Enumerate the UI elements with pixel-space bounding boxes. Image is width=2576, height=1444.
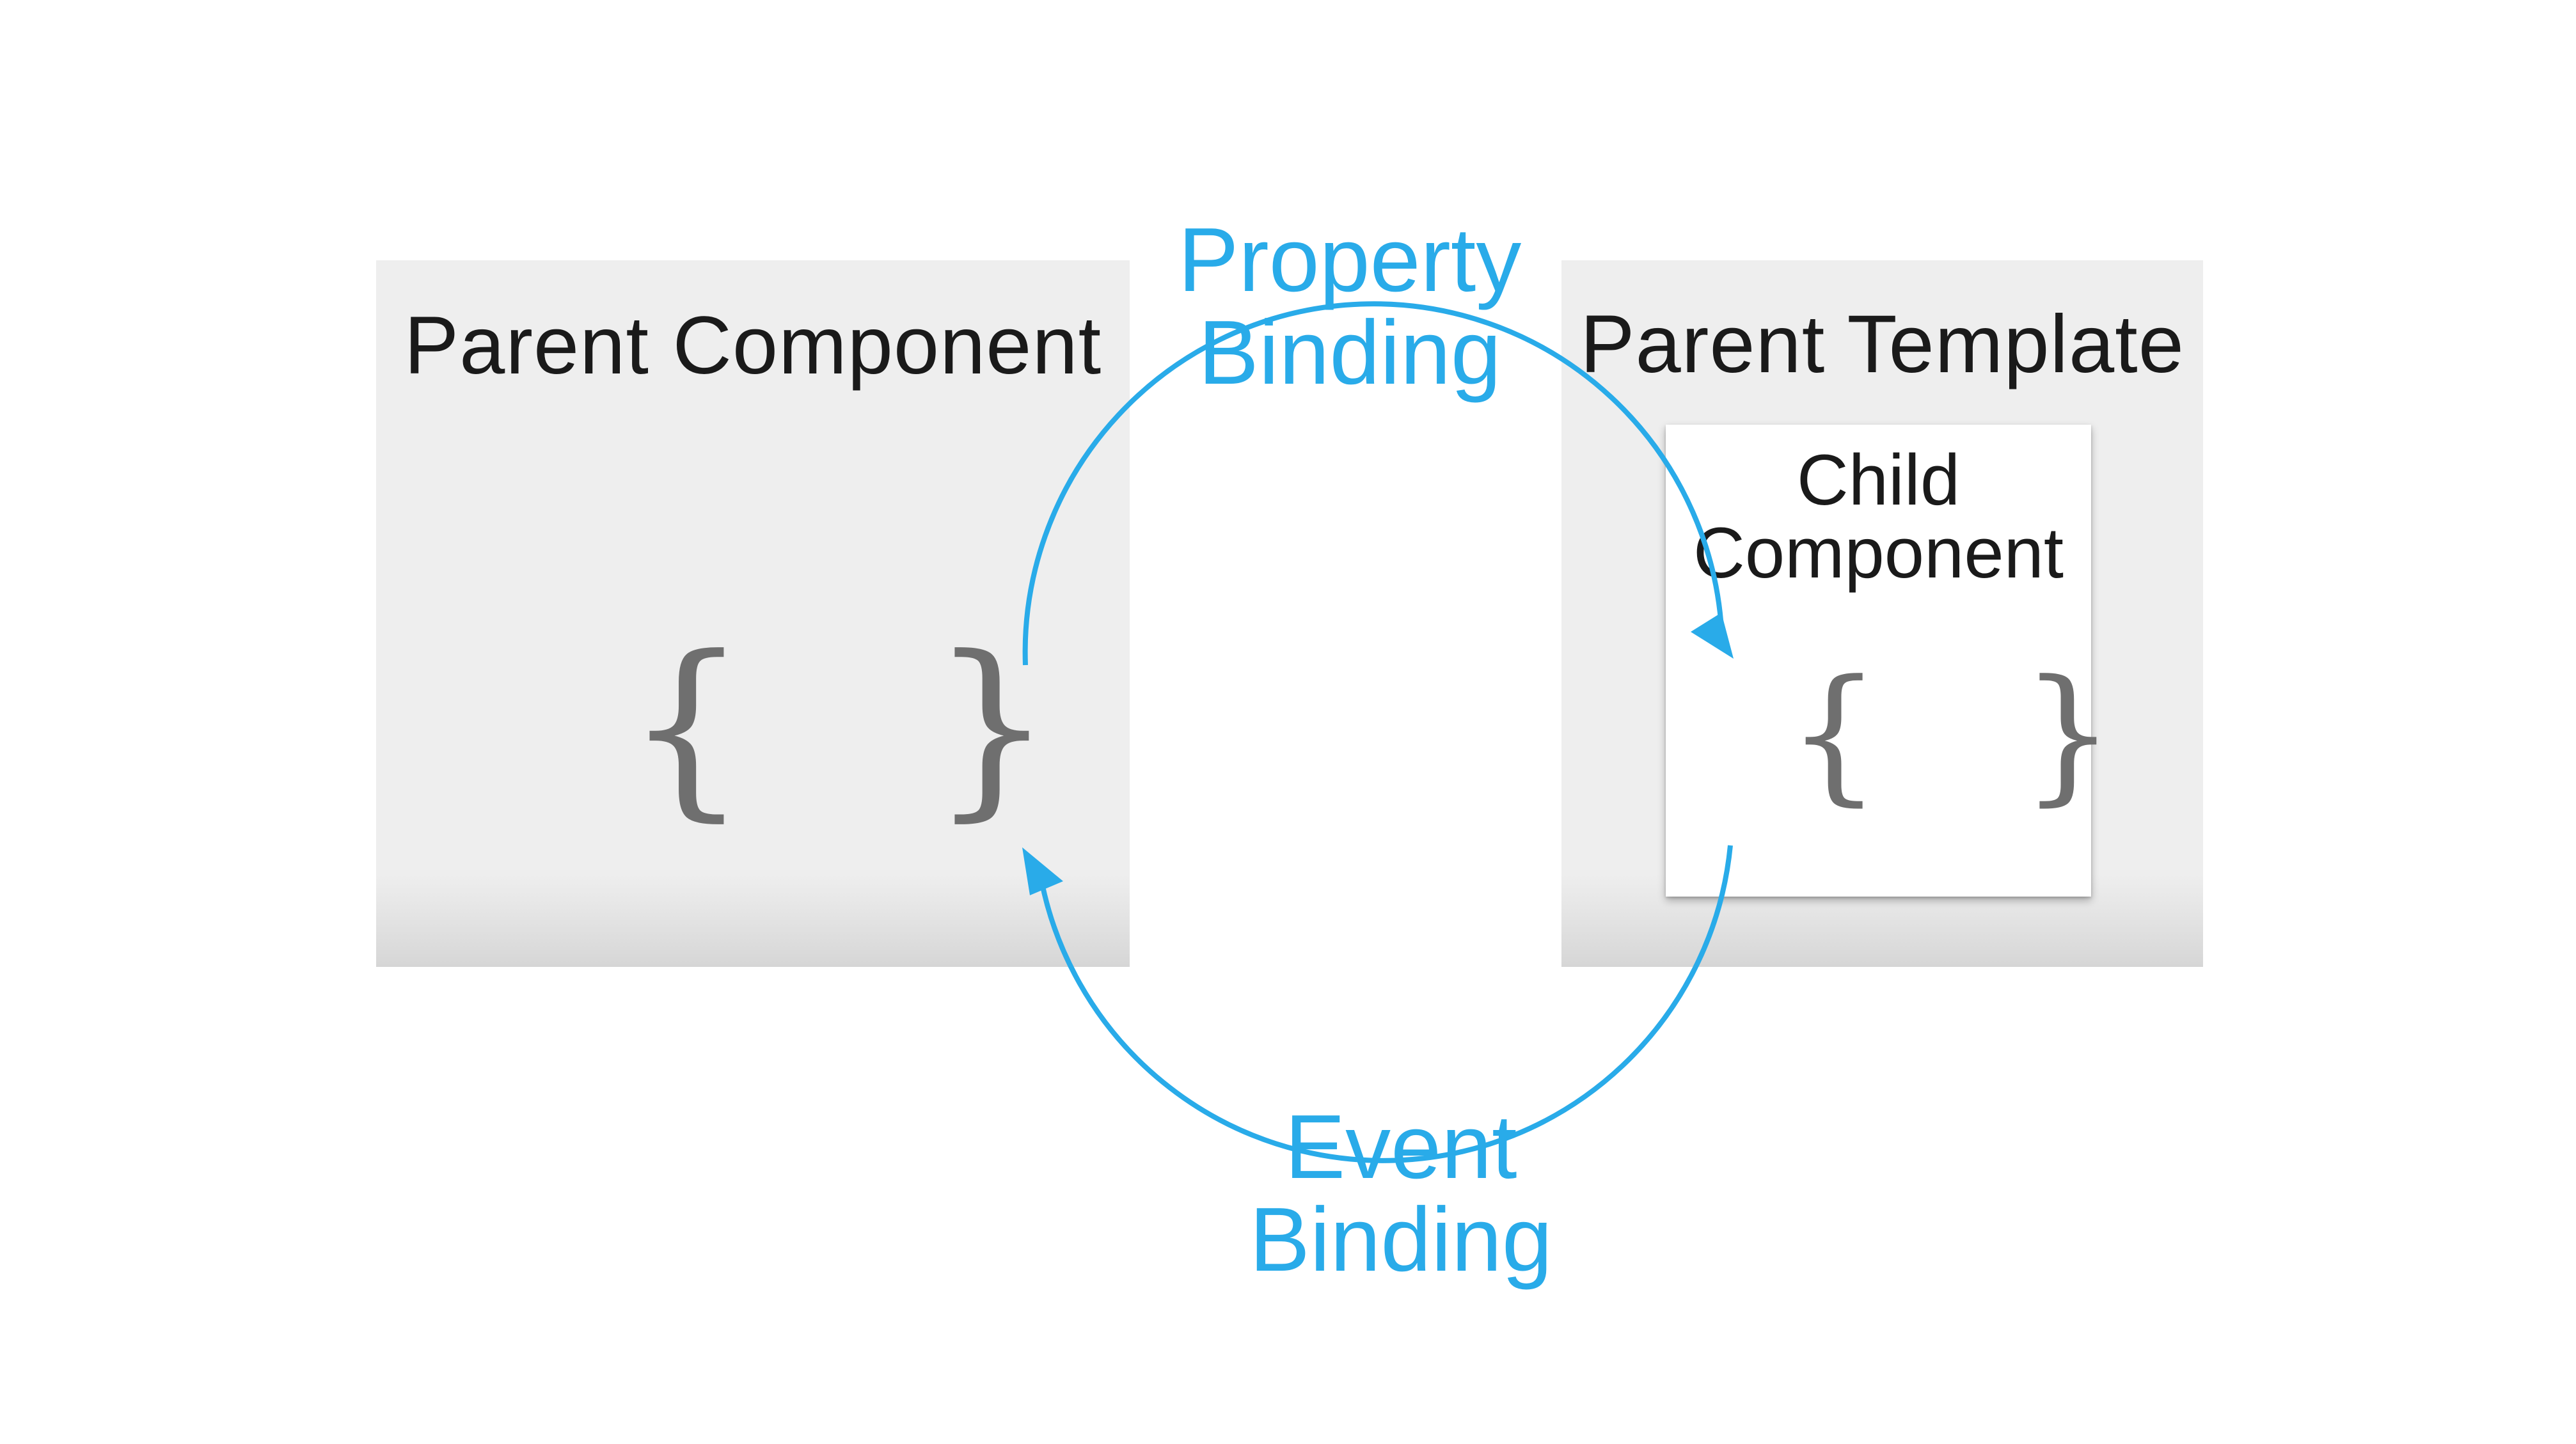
child-component-title-line2: Component xyxy=(1693,513,2064,593)
parent-component-braces: { } xyxy=(626,615,1053,838)
parent-component-grain xyxy=(376,874,1130,967)
property-binding-line1: Property xyxy=(1178,209,1522,311)
child-component-title: Child Component xyxy=(1666,440,2091,593)
parent-template-title: Parent Template xyxy=(1580,299,2185,390)
child-component-card: Child Component { } xyxy=(1666,425,2115,897)
property-binding-label: Property Binding xyxy=(1139,214,1561,400)
parent-component-title: Parent Component xyxy=(404,300,1102,391)
property-binding-line2: Binding xyxy=(1198,301,1501,404)
child-component-title-line1: Child xyxy=(1796,440,1961,520)
event-binding-line1: Event xyxy=(1284,1096,1517,1198)
event-binding-label: Event Binding xyxy=(1190,1101,1612,1287)
event-binding-line2: Binding xyxy=(1249,1188,1553,1291)
parent-component-panel: Parent Component { } xyxy=(376,260,1130,967)
child-component-braces: { } xyxy=(1787,649,2115,820)
